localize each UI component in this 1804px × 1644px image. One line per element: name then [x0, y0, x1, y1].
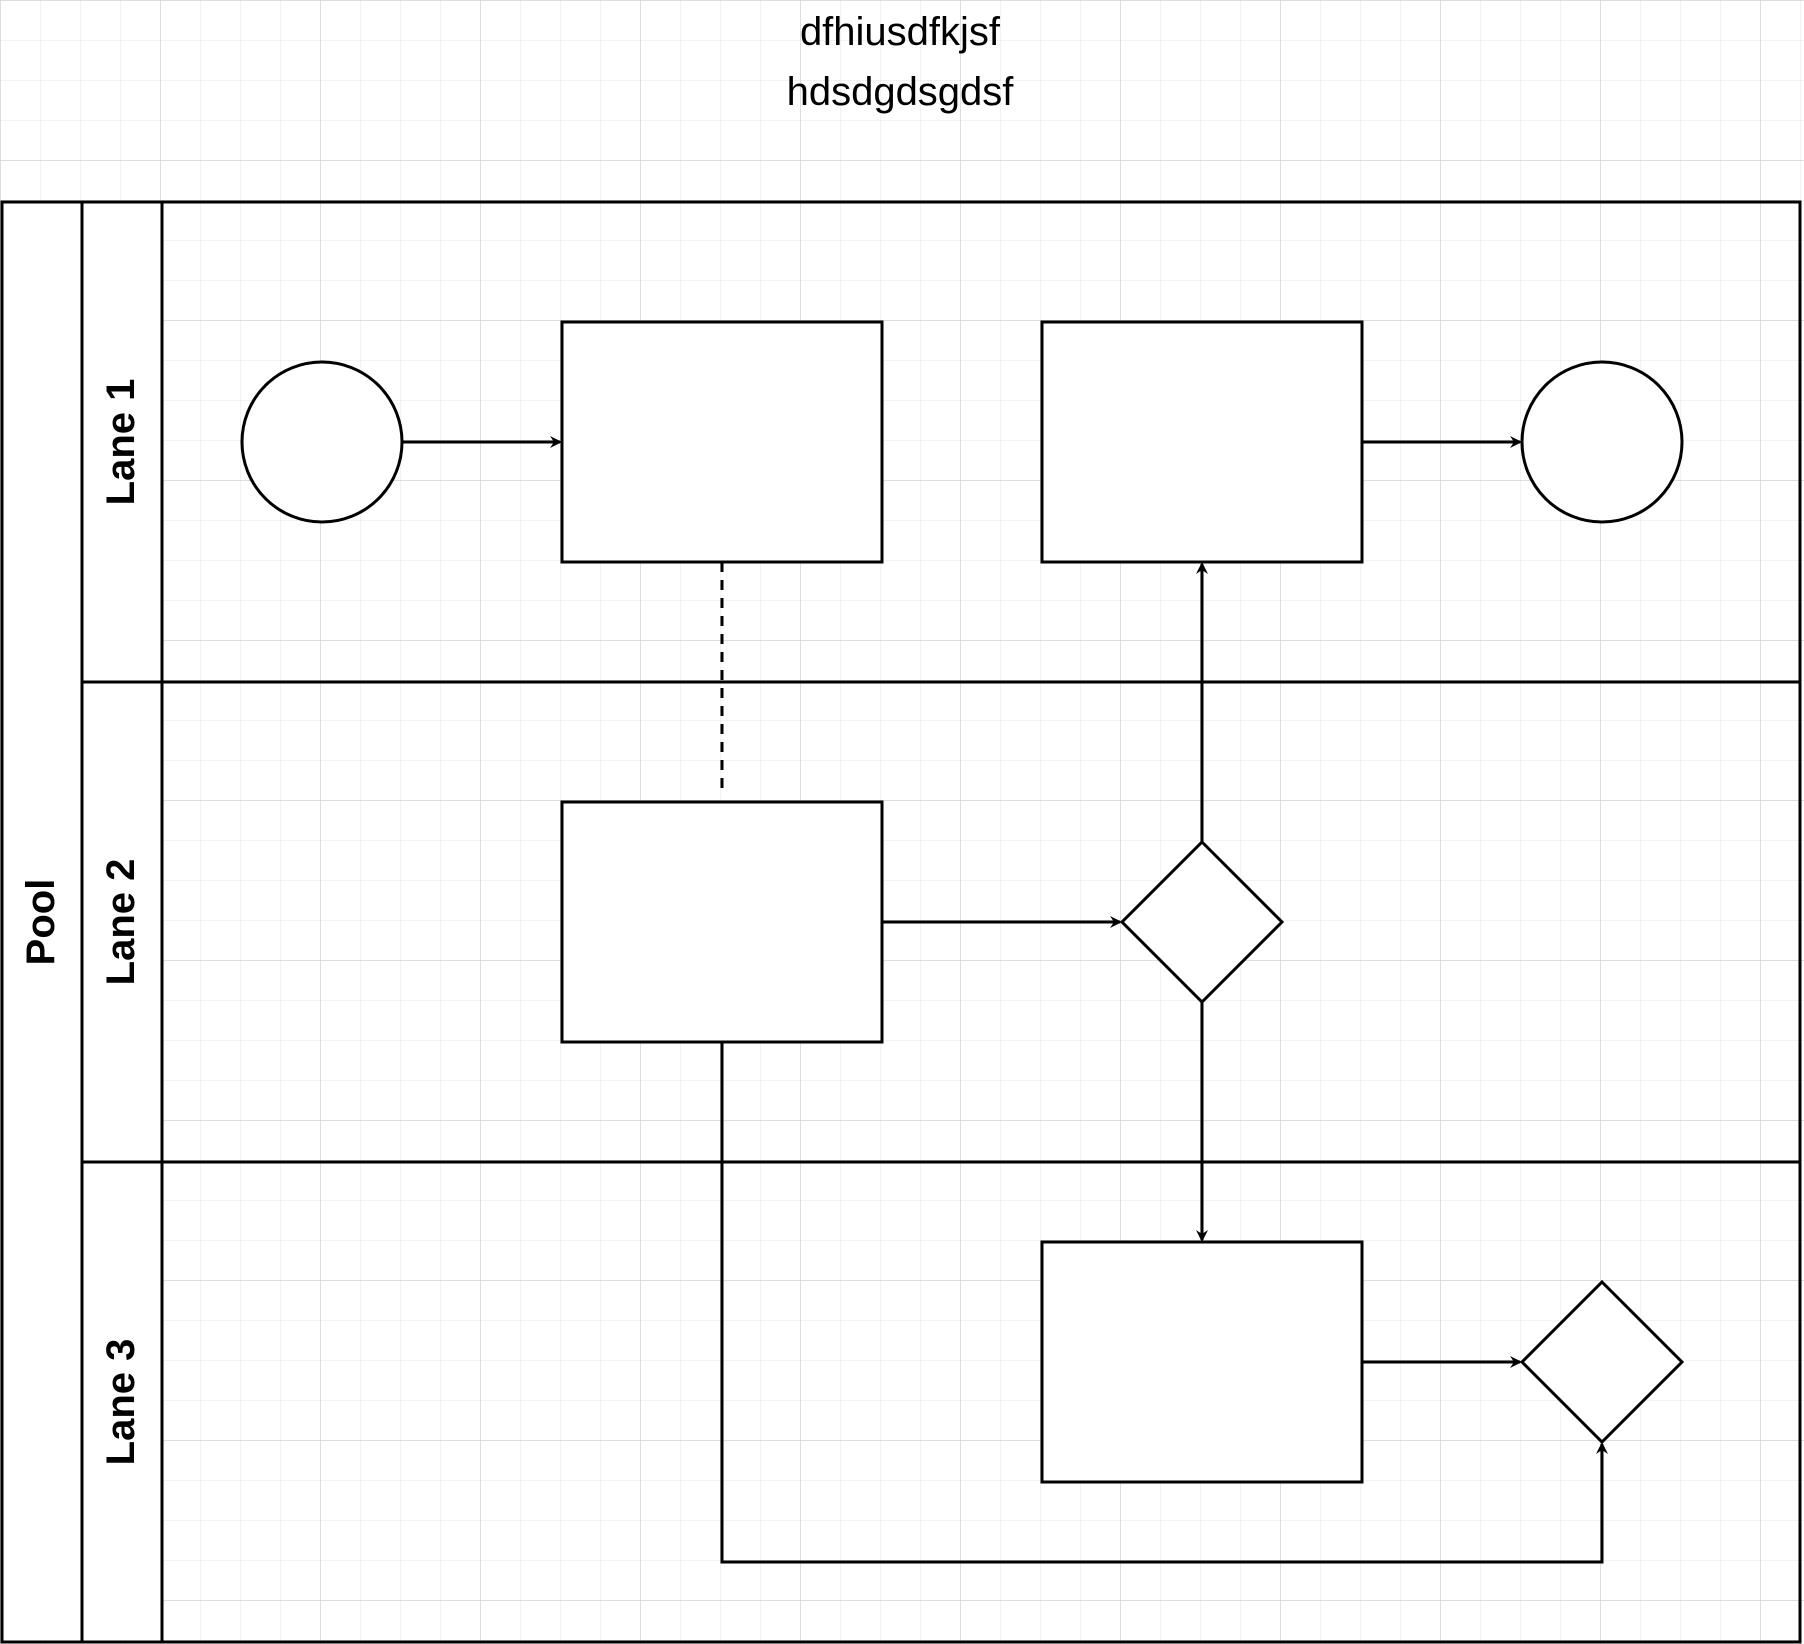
lane-3-label: Lane 3	[99, 1339, 143, 1466]
gateway-1[interactable]	[1119, 839, 1285, 1005]
task-1[interactable]	[560, 320, 884, 564]
title-line-1: dfhiusdfkjsf	[800, 10, 1001, 54]
pool-label: Pool	[19, 879, 63, 966]
lane-2-label: Lane 2	[99, 859, 143, 986]
lane-3-header	[80, 1160, 164, 1644]
lane-1-label: Lane 1	[99, 379, 143, 506]
edge-task-3-to-gateway-2[interactable]	[720, 1042, 1608, 1564]
start-event[interactable]	[240, 360, 404, 524]
task-2[interactable]	[1040, 320, 1364, 564]
task-3[interactable]	[560, 800, 884, 1044]
end-event[interactable]	[1520, 360, 1684, 524]
task-4[interactable]	[1040, 1240, 1364, 1484]
lane-2-header	[80, 680, 164, 1164]
pool-header	[0, 200, 84, 1644]
title-line-2: hdsdgdsgdsf	[787, 70, 1015, 114]
gateway-2[interactable]	[1519, 1279, 1685, 1445]
lane-1-header	[80, 200, 164, 684]
